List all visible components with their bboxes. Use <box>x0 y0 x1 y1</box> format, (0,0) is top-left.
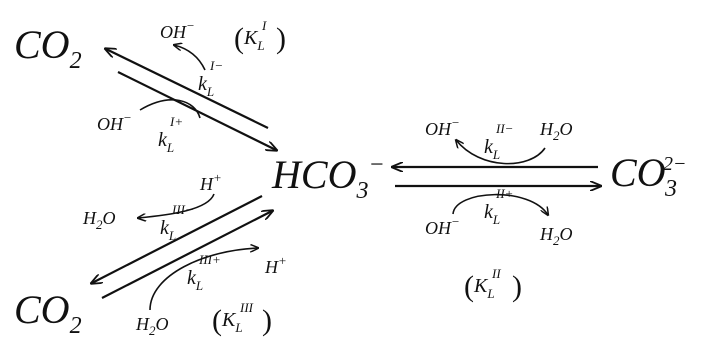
rate-kl-i-plus: kLI+ <box>158 114 183 155</box>
reaction-iii-lower-curve <box>149 248 258 311</box>
species-co2-top: CO2 <box>14 22 82 74</box>
rate-kl-i-minus: kLI− <box>198 58 223 99</box>
reaction-i-oh-released: OH− <box>160 18 195 42</box>
reaction-iii-h-plus-top: H+ <box>199 170 222 194</box>
equilibrium-kl-ii: (KLII) <box>464 266 522 303</box>
rate-kl-ii-plus: kLII+ <box>484 186 513 227</box>
reaction-i-oh-consumed: OH− <box>97 110 132 134</box>
rate-kl-iii-plus: kLIII+ <box>187 252 221 293</box>
reaction-iii-h2o-left: H2O <box>82 208 116 232</box>
reaction-iii-h-plus-right: H+ <box>264 253 287 277</box>
equilibrium-kl-i: (KLI) <box>234 18 286 55</box>
rate-kl-ii-minus: kLII− <box>484 121 513 162</box>
equilibrium-kl-iii: (KLIII) <box>212 300 272 337</box>
species-co3: CO32− <box>610 150 687 202</box>
reaction-iii-forward-to-co2-arrow <box>92 195 263 283</box>
reaction-iii-h2o-bottom: H2O <box>135 314 169 338</box>
reaction-i-reverse-curve <box>174 45 206 71</box>
species-co2-bottom: CO2 <box>14 287 82 339</box>
reaction-i-forward-curve <box>139 99 201 119</box>
reaction-i-reverse-arrow <box>106 49 269 129</box>
reaction-iii-upper-curve <box>138 193 215 218</box>
reaction-ii-h2o-bottom: H2O <box>539 224 573 248</box>
rate-kl-iii-minus: kLIII− <box>160 202 194 243</box>
reaction-ii-h2o-top: H2O <box>539 119 573 143</box>
species-hco3: HCO3− <box>271 152 385 204</box>
reaction-ii-oh-bottom: OH− <box>425 214 460 238</box>
reaction-iii-reverse-to-hco3-arrow <box>101 211 272 299</box>
reaction-ii-forward-curve <box>452 193 548 215</box>
reaction-ii-oh-top: OH− <box>425 115 460 139</box>
reaction-ii-reverse-curve <box>456 140 546 165</box>
